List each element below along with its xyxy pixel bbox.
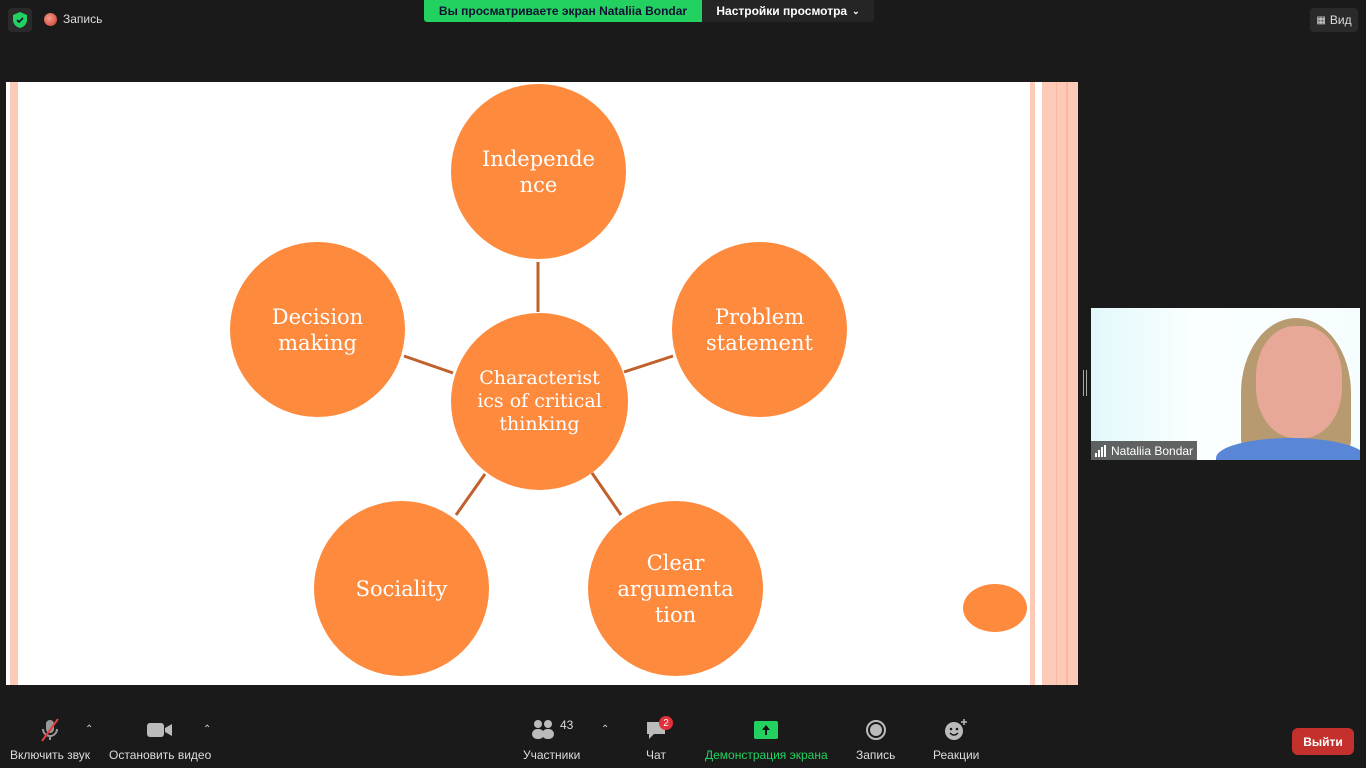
participant-video-tile[interactable]: Nataliia Bondar bbox=[1091, 308, 1360, 460]
reactions-label: Реакции bbox=[933, 748, 980, 762]
connector-problem bbox=[623, 354, 674, 374]
reactions-icon bbox=[944, 718, 968, 742]
connector-decision bbox=[403, 354, 454, 375]
chat-button[interactable]: 2 Чат bbox=[645, 716, 673, 762]
record-label: Запись bbox=[856, 748, 896, 762]
leave-button[interactable]: Выйти bbox=[1292, 728, 1354, 755]
participants-button[interactable]: 43 Участники bbox=[523, 718, 580, 762]
record-button[interactable]: Запись bbox=[856, 718, 895, 762]
record-label: Запись bbox=[63, 12, 103, 26]
slide-stripe-left bbox=[10, 82, 18, 685]
record-icon bbox=[865, 718, 887, 742]
chat-icon: 2 bbox=[645, 716, 673, 742]
slide-stripe-right bbox=[1030, 82, 1035, 685]
participants-count: 43 bbox=[559, 718, 574, 732]
node-sociality: Sociality bbox=[314, 501, 489, 676]
participants-options-caret[interactable]: ⌃ bbox=[601, 724, 610, 735]
chat-label: Чат bbox=[646, 748, 666, 762]
resize-handle[interactable] bbox=[1083, 370, 1087, 396]
audio-options-caret[interactable]: ⌃ bbox=[85, 724, 94, 735]
share-screen-label: Демонстрация экрана bbox=[705, 748, 828, 762]
security-button[interactable] bbox=[8, 8, 32, 32]
microphone-muted-icon bbox=[38, 718, 62, 742]
stop-video-label: Остановить видео bbox=[109, 748, 212, 762]
unmute-label: Включить звук bbox=[10, 748, 91, 762]
participants-icon bbox=[530, 719, 556, 742]
participant-name: Nataliia Bondar bbox=[1111, 443, 1194, 458]
shield-icon bbox=[13, 12, 27, 28]
connector-sociality bbox=[454, 473, 487, 516]
view-button[interactable]: ▦ Вид bbox=[1310, 8, 1358, 32]
recording-indicator[interactable]: Запись bbox=[44, 12, 102, 26]
signal-icon bbox=[1095, 444, 1107, 457]
decorative-ellipse bbox=[963, 584, 1027, 632]
screen-share-banner: Вы просматриваете экран Nataliia Bondar bbox=[424, 0, 702, 22]
slide-stripe-right-wide bbox=[1042, 82, 1078, 685]
connector-argumentation bbox=[590, 472, 623, 516]
stop-video-button[interactable]: Остановить видео bbox=[109, 718, 211, 762]
view-options-button[interactable]: Настройки просмотра ⌄ bbox=[702, 0, 874, 22]
view-options-label: Настройки просмотра bbox=[716, 4, 848, 18]
connector-lines bbox=[403, 262, 674, 516]
participants-icon-wrap: 43 bbox=[530, 718, 573, 742]
share-screen-icon bbox=[754, 718, 779, 742]
video-camera-icon bbox=[147, 718, 173, 742]
video-options-caret[interactable]: ⌃ bbox=[203, 724, 212, 735]
participant-shirt bbox=[1216, 438, 1360, 460]
share-screen-button[interactable]: Демонстрация экрана bbox=[705, 718, 828, 762]
reactions-button[interactable]: Реакции bbox=[933, 718, 979, 762]
view-label: Вид bbox=[1329, 13, 1352, 27]
participants-label: Участники bbox=[523, 748, 581, 762]
participant-name-bar: Nataliia Bondar bbox=[1091, 441, 1198, 460]
unmute-button[interactable]: Включить звук bbox=[10, 718, 90, 762]
grid-icon: ▦ bbox=[1316, 14, 1326, 26]
record-dot-icon bbox=[44, 12, 57, 26]
participant-face bbox=[1256, 326, 1342, 438]
chevron-down-icon: ⌄ bbox=[852, 5, 860, 16]
chat-badge: 2 bbox=[659, 716, 673, 730]
